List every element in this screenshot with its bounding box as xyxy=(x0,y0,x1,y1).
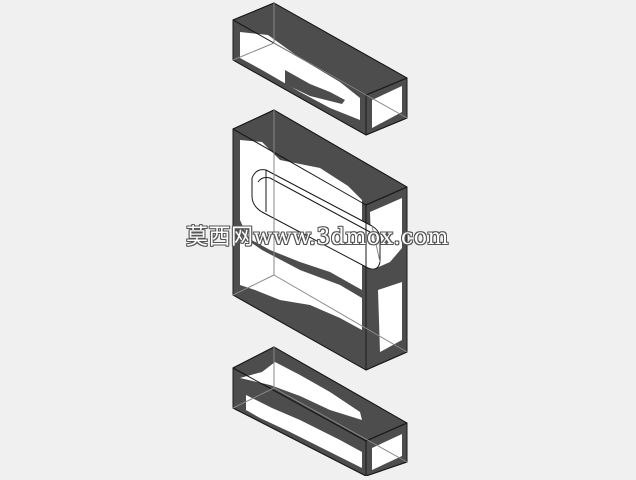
bottom-block xyxy=(232,346,408,477)
top-block xyxy=(232,2,408,136)
middle-block xyxy=(232,109,408,371)
